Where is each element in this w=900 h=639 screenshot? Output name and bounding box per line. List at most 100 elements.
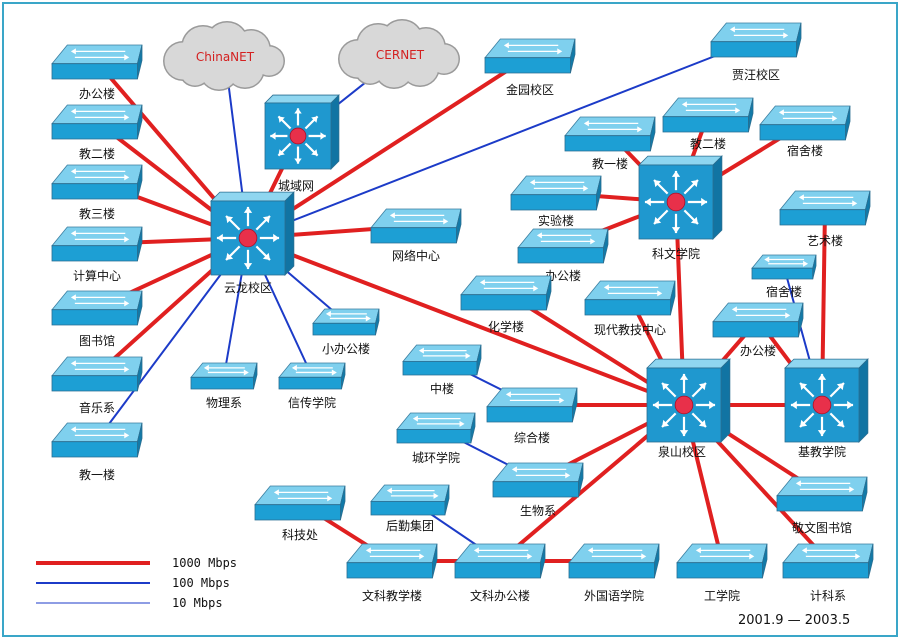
switch-xiandai: 现代教技中心: [584, 280, 676, 337]
switch-keji: 科技处: [254, 485, 346, 542]
switch-label-jiaosanlou: 教三楼: [79, 206, 115, 221]
switch-kw_jiaoyi: 教一楼: [564, 116, 656, 171]
cloud-label-chinanet: ChinaNET: [196, 50, 255, 64]
nodes-layer: 办公楼教二楼教三楼计算中心图书馆音乐系教一楼物理系信传学院小办公楼网络中心金园校…: [51, 19, 874, 603]
switch-xiaobangong: 小办公楼: [312, 308, 380, 356]
switch-label-jj_bangong: 办公楼: [740, 343, 776, 358]
switch-yinyue: 音乐系: [51, 356, 143, 415]
router-label-jijiao: 基教学院: [798, 444, 846, 459]
switch-label-kw_jiaoer: 教二楼: [690, 136, 726, 151]
switch-jisuan: 计算中心: [51, 226, 143, 283]
switch-label-xiandai: 现代教技中心: [594, 322, 666, 337]
switch-waiguoyu: 外国语学院: [568, 543, 660, 603]
switch-label-jiawang: 贾汪校区: [732, 67, 780, 82]
switch-label-kw_sushe: 宿舍楼: [787, 143, 823, 158]
switch-label-chenghuan: 城环学院: [412, 450, 460, 465]
switch-label-wangluo: 网络中心: [392, 248, 440, 263]
switch-wuli: 物理系: [190, 362, 258, 410]
date-range-label: 2001.9 — 2003.5: [738, 613, 850, 628]
hub-dot: [674, 395, 694, 415]
router-kewen: 科文学院: [638, 155, 723, 261]
switch-label-tushuguan: 图书馆: [79, 333, 115, 348]
switch-kw_jiaoer: 教二楼: [662, 97, 754, 151]
switch-label-jinyuan: 金园校区: [506, 82, 554, 97]
hub-dot: [812, 395, 832, 415]
legend: 1000 Mbps 100 Mbps 10 Mbps: [36, 556, 237, 610]
switch-label-keji: 科技处: [282, 528, 318, 542]
switch-jinyuan: 金园校区: [484, 38, 576, 97]
switch-label-jiaoyilou: 教一楼: [79, 467, 115, 482]
switch-label-zonghe: 综合楼: [514, 430, 550, 445]
switch-label-bangonglou: 办公楼: [79, 86, 115, 101]
router-label-quanshan: 泉山校区: [658, 444, 706, 459]
router-jijiao: 基教学院: [784, 358, 869, 459]
switch-jiaosanlou: 教三楼: [51, 164, 143, 221]
switch-label-kw_jiaoyi: 教一楼: [592, 156, 628, 171]
switch-jike: 计科系: [782, 543, 874, 603]
cloud-label-cernet: CERNET: [376, 48, 425, 62]
switch-label-jike: 计科系: [810, 589, 846, 603]
switch-label-shengwu: 生物系: [520, 504, 556, 518]
switch-label-gongxue: 工学院: [704, 588, 740, 603]
cloud-chinanet: ChinaNET: [163, 21, 285, 91]
switch-shengwu: 生物系: [492, 462, 584, 518]
link-yunlong-jiawang: [247, 39, 757, 239]
switch-tushuguan: 图书馆: [51, 290, 143, 348]
switch-label-jingwen: 敬文图书馆: [792, 520, 852, 535]
switch-yishu: 艺术楼: [779, 190, 871, 248]
switch-label-yinyue: 音乐系: [79, 400, 115, 415]
switch-label-shiyan: 实验楼: [538, 213, 574, 228]
switch-zhonglou: 中楼: [402, 344, 482, 396]
link-yunlong-jinyuan: [246, 54, 532, 240]
switch-xinchuan: 信传学院: [278, 362, 346, 410]
switch-label-houqin: 后勤集团: [386, 518, 434, 533]
router-yunlong: 云龙校区: [210, 191, 295, 295]
switch-jiaoerlou: 教二楼: [51, 104, 143, 161]
switch-wangluo: 网络中心: [370, 208, 462, 263]
hub-dot: [289, 127, 307, 145]
switch-zonghe: 综合楼: [486, 387, 578, 445]
legend-label-100: 100 Mbps: [172, 576, 230, 590]
switch-jingwen: 敬文图书馆: [776, 476, 868, 535]
switch-jiaoyilou: 教一楼: [51, 422, 143, 482]
switch-jj_sushe: 宿舍楼: [751, 254, 817, 299]
switch-label-waiguoyu: 外国语学院: [584, 588, 644, 603]
router-chengyu: 城域网: [264, 94, 340, 193]
router-label-chengyu: 城域网: [278, 179, 314, 193]
legend-label-1000: 1000 Mbps: [172, 556, 237, 570]
switch-wenke_jiaoxue: 文科教学楼: [346, 543, 438, 603]
router-label-kewen: 科文学院: [652, 246, 700, 261]
switch-label-jiaoerlou: 教二楼: [79, 146, 115, 161]
hub-dot: [238, 228, 258, 248]
switch-label-jj_sushe: 宿舍楼: [766, 284, 802, 299]
switch-chenghuan: 城环学院: [396, 412, 476, 465]
router-quanshan: 泉山校区: [646, 358, 731, 459]
switch-label-wenke_bangong: 文科办公楼: [470, 588, 530, 603]
switch-label-xiaobangong: 小办公楼: [322, 341, 370, 356]
switch-jj_bangong: 办公楼: [712, 302, 804, 358]
hub-dot: [666, 192, 686, 212]
switch-label-yishu: 艺术楼: [807, 233, 843, 248]
switch-houqin: 后勤集团: [370, 484, 450, 533]
link-yunlong-quanshan: [246, 236, 686, 407]
cloud-cernet: CERNET: [338, 19, 460, 89]
switch-label-huaxue: 化学楼: [488, 319, 524, 334]
switch-label-jisuan: 计算中心: [73, 268, 121, 283]
switch-label-zhonglou: 中楼: [430, 381, 454, 396]
switch-bangonglou: 办公楼: [51, 44, 143, 101]
switch-label-xinchuan: 信传学院: [288, 395, 336, 410]
switch-kw_sushe: 宿舍楼: [759, 105, 851, 158]
legend-label-10: 10 Mbps: [172, 596, 223, 610]
router-label-yunlong: 云龙校区: [224, 280, 272, 295]
switch-shiyan: 实验楼: [510, 175, 602, 228]
switch-jiawang: 贾汪校区: [710, 22, 802, 82]
switch-label-wenke_jiaoxue: 文科教学楼: [362, 588, 422, 603]
switch-kw_bangong: 办公楼: [517, 228, 609, 283]
switch-gongxue: 工学院: [676, 543, 768, 603]
switch-label-wuli: 物理系: [206, 396, 242, 410]
switch-wenke_bangong: 文科办公楼: [454, 543, 546, 603]
switch-huaxue: 化学楼: [460, 275, 552, 334]
switch-label-kw_bangong: 办公楼: [545, 268, 581, 283]
